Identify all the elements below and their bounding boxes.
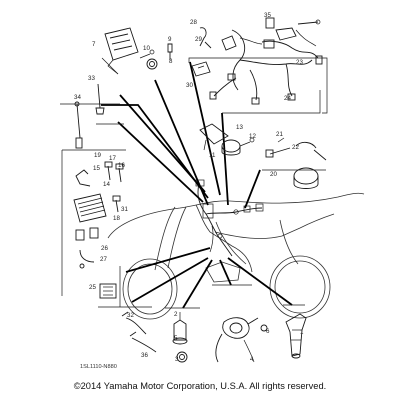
group-frames xyxy=(60,57,328,309)
grommet-bolt xyxy=(139,43,173,70)
callout-3: 3 xyxy=(175,356,179,363)
rectifier xyxy=(73,193,107,269)
relay-group xyxy=(265,137,327,189)
callout-26: 26 xyxy=(101,245,108,252)
diagram-code: 1SL1110-N880 xyxy=(80,364,117,370)
callout-11: 11 xyxy=(209,152,216,159)
callout-22: 22 xyxy=(292,144,299,151)
callout-5: 5 xyxy=(174,335,178,342)
neutral-switch xyxy=(172,312,188,363)
bolts-group xyxy=(75,161,124,213)
callout-27: 27 xyxy=(100,256,107,263)
callout-6: 6 xyxy=(266,328,270,335)
copyright-notice: ©2014 Yamaha Motor Corporation, U.S.A. A… xyxy=(73,381,327,391)
ignition-coil xyxy=(199,123,255,156)
callout-30: 30 xyxy=(186,82,193,89)
clamps-bottom xyxy=(121,311,157,353)
callout-4: 4 xyxy=(250,356,254,363)
callout-1: 1 xyxy=(300,329,304,336)
group-callout-lines xyxy=(101,61,293,309)
callout-32: 32 xyxy=(127,312,134,319)
callout-34: 34 xyxy=(74,94,81,101)
callout-8: 8 xyxy=(169,58,173,65)
callout-35: 35 xyxy=(264,12,271,19)
callout-19: 19 xyxy=(94,152,101,159)
callout-7: 7 xyxy=(92,41,96,48)
callout-31: 31 xyxy=(121,206,128,213)
pickup-coil xyxy=(215,317,268,363)
callout-2: 2 xyxy=(174,311,178,318)
callout-10: 10 xyxy=(143,45,150,52)
callout-18: 18 xyxy=(113,215,120,222)
callout-29: 29 xyxy=(195,36,202,43)
wire-harness xyxy=(209,17,323,105)
callout-17: 17 xyxy=(109,155,116,162)
callout-20: 20 xyxy=(270,171,277,178)
callout-13: 13 xyxy=(236,124,243,131)
connector-25 xyxy=(99,283,117,299)
stator-lead xyxy=(285,313,307,359)
callout-16: 16 xyxy=(118,162,125,169)
callout-36: 36 xyxy=(141,352,148,359)
motorcycle-outline xyxy=(107,192,365,320)
callout-33: 33 xyxy=(88,75,95,82)
callout-28: 28 xyxy=(190,19,197,26)
callout-25: 25 xyxy=(89,284,96,291)
callout-23: 23 xyxy=(296,59,303,66)
callout-9: 9 xyxy=(168,36,172,43)
callout-labels: 1 2 3 4 5 6 7 8 9 10 11 12 13 14 15 16 1… xyxy=(74,12,304,363)
cdi-unit xyxy=(101,27,139,75)
ground-leads xyxy=(74,83,105,149)
callout-21: 21 xyxy=(276,131,283,138)
callout-24: 24 xyxy=(284,95,291,102)
clamps-top xyxy=(191,27,212,77)
callout-12: 12 xyxy=(249,133,256,140)
callout-15: 15 xyxy=(93,165,100,172)
callout-14: 14 xyxy=(103,181,110,188)
